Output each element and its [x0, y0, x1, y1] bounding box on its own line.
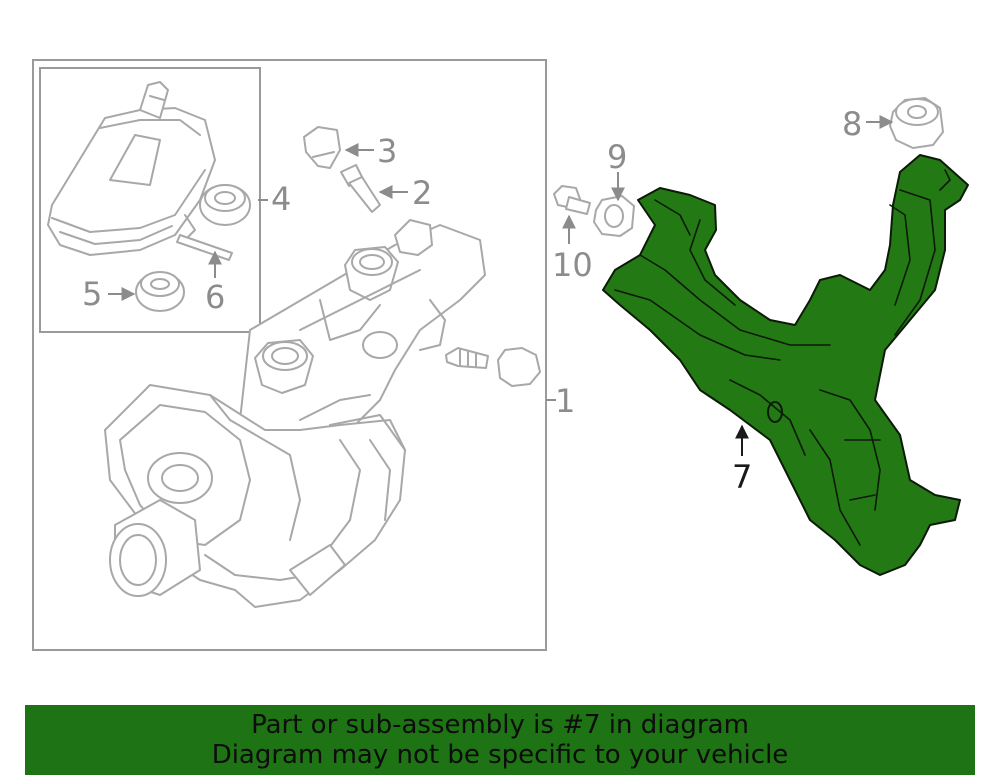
fitting-drawing [445, 347, 541, 387]
callout-9: 9 [607, 138, 627, 176]
callout-2: 2 [412, 174, 432, 212]
pin-drawing [176, 234, 233, 261]
parts-diagram: 1 2 3 4 5 6 7 8 9 10 [32, 59, 969, 651]
cap-drawing [303, 126, 341, 169]
callout-10: 10 [552, 246, 593, 284]
banner-line-2: Diagram may not be specific to your vehi… [211, 740, 789, 770]
callout-8: 8 [842, 105, 862, 143]
nut-drawing [593, 195, 635, 237]
callout-4: 4 [271, 180, 291, 218]
bolt-drawing [553, 185, 591, 215]
grommet-drawing-upper [199, 184, 251, 226]
reservoir-drawing [47, 81, 216, 256]
callout-1: 1 [555, 382, 575, 420]
callout-3: 3 [377, 132, 397, 170]
callout-6: 6 [205, 278, 225, 316]
banner-line-1: Part or sub-assembly is #7 in diagram [251, 710, 749, 740]
bushing-drawing [889, 97, 944, 149]
bracket-highlight [602, 154, 969, 576]
bleeder-valve-drawing [340, 164, 381, 213]
callout-5: 5 [82, 275, 102, 313]
assembly-frame [32, 59, 547, 651]
part-info-banner: Part or sub-assembly is #7 in diagram Di… [25, 705, 975, 775]
hydraulic-unit-drawing [104, 219, 486, 608]
callout-7: 7 [732, 458, 752, 496]
leader-lines [108, 115, 894, 456]
grommet-drawing-lower [135, 271, 185, 312]
